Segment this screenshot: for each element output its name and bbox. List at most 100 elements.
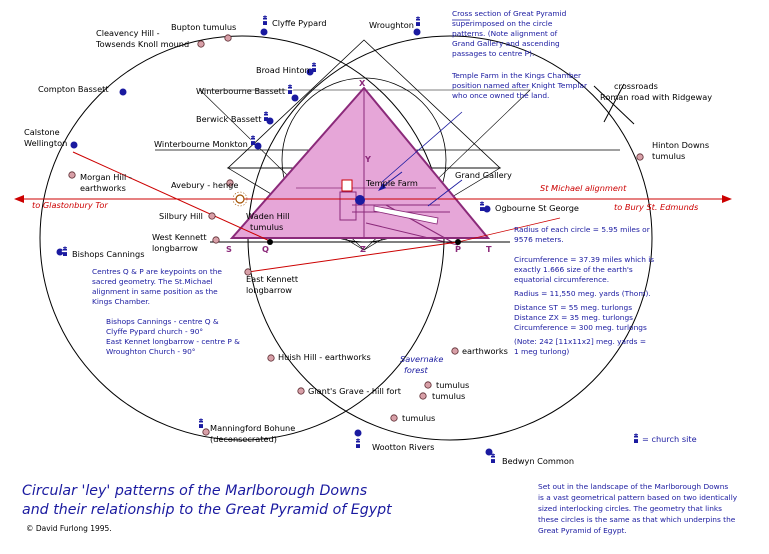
svg-text:Distance ZX = 35 meg. turlongs: Distance ZX = 35 meg. turlongs: [514, 313, 633, 322]
site-dot-pink: [419, 392, 427, 400]
svg-text:Grand Gallery and ascending: Grand Gallery and ascending: [452, 39, 560, 48]
label-silbury: Silbury Hill: [159, 211, 203, 221]
label-bishops-cannings: Bishops Cannings: [72, 249, 144, 259]
site-dot-pink: [68, 171, 76, 179]
label-earthworks: earthworks: [462, 346, 508, 356]
site-dot-pink: [202, 428, 210, 436]
church-icon: [286, 84, 294, 94]
site-dot: [485, 448, 493, 456]
note-bishops: Bishops Cannings - centre Q & Clyffe Pyp…: [106, 317, 240, 356]
svg-text:is a vast geometrical pattern: is a vast geometrical pattern based on t…: [538, 493, 738, 502]
temple-farm-building: [341, 179, 353, 192]
church-icon: [414, 16, 422, 26]
church-icon-legend: [632, 433, 640, 443]
svg-text:Centres Q & P are keypoints on: Centres Q & P are keypoints on the: [92, 267, 222, 276]
label-huish: Huish Hill - earthworks: [278, 352, 371, 362]
svg-text:alignment in same position as: alignment in same position as the: [92, 287, 218, 296]
church-icon: [197, 418, 205, 428]
centre-p-dot: [455, 239, 461, 245]
site-dot-pink: [636, 153, 644, 161]
svg-text:Circumference = 300 meg. turlo: Circumference = 300 meg. turlongs: [514, 323, 647, 332]
site-dot: [266, 117, 274, 125]
point-z: Z: [360, 244, 366, 254]
arrow-west-icon: [14, 195, 24, 203]
svg-text:position named after Knight Te: position named after Knight Templar: [452, 81, 588, 90]
svg-text:1 meg turlong): 1 meg turlong): [514, 347, 569, 356]
label-manningford-1: Manningford Bohune: [210, 423, 295, 433]
label-berwick: Berwick Bassett: [196, 114, 262, 124]
point-t: T: [486, 244, 492, 254]
svg-text:sized interlocking circles. Th: sized interlocking circles. The geometry…: [538, 504, 722, 513]
svg-text:Circumference = 37.39 miles wh: Circumference = 37.39 miles which is: [514, 255, 654, 264]
pointer-line-gallery: [427, 179, 463, 207]
point-s: S: [226, 244, 232, 254]
label-calstone-1: Calstone: [24, 127, 60, 137]
church-icon: [261, 15, 269, 25]
site-dot-pink: [267, 354, 275, 362]
pointer-line-temple: [381, 171, 403, 188]
point-x: X: [359, 78, 366, 88]
pointer-line-note: [381, 111, 463, 183]
svg-text:9576 meters.: 9576 meters.: [514, 235, 564, 244]
note-cross-section: Cross section of Great Pyramid superimpo…: [452, 9, 567, 58]
label-cleavency-2: Towsends Knoll mound: [95, 39, 189, 49]
svg-text:Great Pyramid of Egypt.: Great Pyramid of Egypt.: [538, 526, 627, 535]
label-tumulus-b: tumulus: [432, 391, 465, 401]
diagram-title-line-2: and their relationship to the Great Pyra…: [22, 502, 392, 518]
svg-text:equatorial circumference.: equatorial circumference.: [514, 275, 609, 284]
point-q: Q: [262, 244, 269, 254]
svg-text:Wroughton Church - 90°: Wroughton Church - 90°: [106, 347, 196, 356]
site-dot-pink: [208, 212, 216, 220]
note-set-out: Set out in the landscape of the Marlboro…: [538, 482, 738, 535]
label-tumulus-c: tumulus: [402, 413, 435, 423]
label-avebury: Avebury - henge: [171, 180, 238, 190]
svg-text:East Kennet longbarrow - centr: East Kennet longbarrow - centre P &: [106, 337, 240, 346]
label-hinton-downs-1: Hinton Downs: [652, 140, 709, 150]
alignment-west: to Glastonbury Tor: [32, 200, 108, 210]
label-west-kennett-1: West Kennett: [152, 232, 207, 242]
east-kennett-line: [247, 241, 459, 273]
svg-text:passages to centre P).: passages to centre P).: [452, 49, 534, 58]
temple-farm-dot: [355, 195, 365, 205]
label-cleavency-1: Cleavency Hill -: [96, 28, 160, 38]
site-dot: [413, 28, 421, 36]
label-compton: Compton Bassett: [38, 84, 109, 94]
svg-text:superimposed on the circle: superimposed on the circle: [452, 19, 553, 28]
svg-text:exactly 1.666 size of the eart: exactly 1.666 size of the earth's: [514, 265, 633, 274]
legend-church-site: = church site: [642, 434, 697, 444]
label-east-kennett-1: East Kennett: [246, 274, 299, 284]
svg-text:Distance ST = 55 meg. turlongs: Distance ST = 55 meg. turlongs: [514, 303, 632, 312]
site-dot-pink: [226, 179, 234, 187]
note-centres: Centres Q & P are keypoints on the sacre…: [92, 267, 222, 306]
site-dot-pink: [424, 381, 432, 389]
svg-text:Temple Farm in the Kings Chamb: Temple Farm in the Kings Chamber: [451, 71, 582, 80]
label-calstone-2: Wellington: [24, 138, 67, 148]
label-giants-grave: Giant's Grave - hill fort: [308, 386, 402, 396]
label-manningford-2: (deconsecrated): [210, 434, 277, 444]
alignment-east: to Bury St. Edmunds: [614, 202, 699, 212]
label-broad-hinton: Broad Hinton: [256, 65, 310, 75]
great-pyramid: [229, 86, 491, 239]
label-crossroads-1: crossroads: [614, 81, 658, 91]
note-measures: Radius of each circle = 5.95 miles or 95…: [514, 225, 654, 356]
site-dot-pink: [297, 387, 305, 395]
church-icon: [354, 438, 362, 448]
svg-text:patterns. (Note alignment of: patterns. (Note alignment of: [452, 29, 558, 38]
svg-text:Kings Chamber.: Kings Chamber.: [92, 297, 150, 306]
label-waden-2: tumulus: [250, 222, 283, 232]
label-savernake-2: forest: [404, 365, 429, 375]
label-wroughton: Wroughton: [369, 20, 414, 30]
site-dot: [119, 88, 127, 96]
point-p: P: [455, 244, 461, 254]
label-east-kennett-2: longbarrow: [246, 285, 292, 295]
label-morgan-1: Morgan Hill -: [80, 172, 132, 182]
label-wootton: Wootton Rivers: [372, 442, 434, 452]
copyright: © David Furlong 1995.: [26, 524, 112, 533]
label-grand-gallery: Grand Gallery: [455, 170, 512, 180]
site-dot-pink: [197, 40, 205, 48]
henge-icon: [232, 191, 248, 207]
svg-text:sacred geometry. The St.Michae: sacred geometry. The St.Michael: [92, 277, 213, 286]
label-clyffe: Clyffe Pypard: [272, 18, 327, 28]
